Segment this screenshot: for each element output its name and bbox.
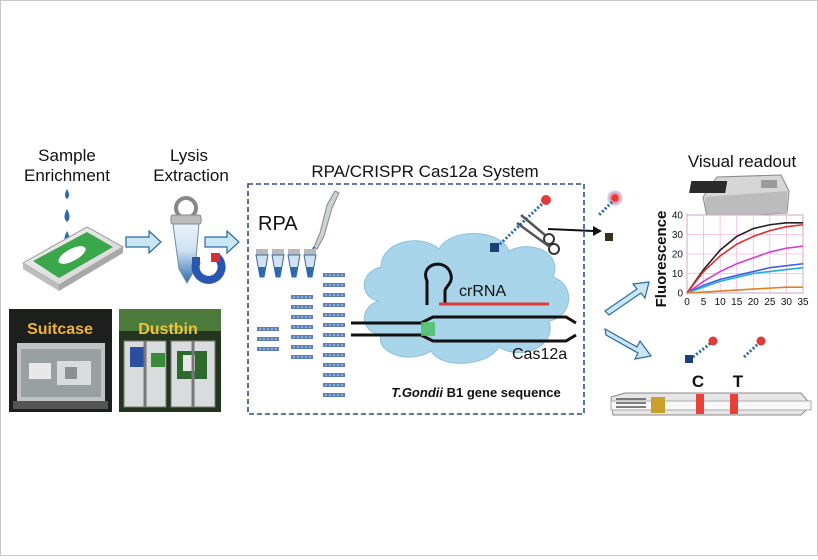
y-tick-label: 0 <box>677 289 683 300</box>
sample-label-line2: Enrichment <box>24 166 110 185</box>
series-line-2 <box>686 223 804 294</box>
gene-sequence-text: B1 gene sequence <box>443 385 561 400</box>
suitcase-photo <box>9 309 112 412</box>
x-tick-label: 15 <box>731 297 743 308</box>
series-line-3 <box>686 245 804 294</box>
series-line-5 <box>686 266 804 294</box>
dustbin-label: Dustbin <box>138 321 198 338</box>
test-line <box>730 394 738 414</box>
series-line-6 <box>686 286 803 294</box>
flow-arrow-1 <box>125 229 162 255</box>
y-tick-label: 40 <box>672 211 684 222</box>
amplicon-fragments <box>257 273 345 397</box>
lysis-label-line2: Extraction <box>153 166 229 185</box>
sample-pad-icon <box>22 226 125 291</box>
fluorometer-device-icon <box>689 174 790 218</box>
x-tick-label: 25 <box>764 297 776 308</box>
x-tick-label: 20 <box>748 297 760 308</box>
x-tick-label: 35 <box>797 297 809 308</box>
flow-arrow-to-strip <box>604 327 653 360</box>
x-tick-label: 0 <box>684 297 690 308</box>
crrna-label: crRNA <box>459 283 506 300</box>
reporter-probe-icon <box>490 195 551 252</box>
sample-label-line1: Sample <box>38 146 96 165</box>
x-tick-label: 5 <box>701 297 707 308</box>
control-line-label: C <box>692 372 704 391</box>
series-line-1 <box>686 222 803 294</box>
cleavage-arrow <box>547 226 602 236</box>
cas12a-label: Cas12a <box>512 346 567 363</box>
lysis-label-line1: Lysis <box>170 146 208 165</box>
y-axis-label: Fluorescence <box>653 211 670 308</box>
y-tick-label: 10 <box>672 269 684 280</box>
target-dna-duplex <box>351 315 577 343</box>
magnet-icon <box>191 253 226 284</box>
gene-sequence-label: T.Gondii B1 gene sequence <box>391 385 561 400</box>
pipette-icon <box>310 190 340 256</box>
lateral-flow-strip <box>610 392 812 416</box>
pcr-tubes-icon <box>255 249 317 278</box>
dustbin-photo <box>119 309 221 412</box>
suitcase-label: Suitcase <box>27 321 93 338</box>
crrna-hairpin <box>424 262 549 306</box>
y-tick-label: 30 <box>672 230 684 241</box>
probe-pair-icon <box>685 336 766 363</box>
system-title: RPA/CRISPR Cas12a System <box>311 162 538 181</box>
droplet-icon <box>64 189 70 244</box>
y-tick-label: 20 <box>672 250 684 261</box>
test-line-label: T <box>733 372 744 391</box>
visual-readout-label: Visual readout <box>688 152 797 171</box>
cleaved-reporter-icon <box>597 190 623 241</box>
system-box <box>247 183 585 415</box>
flow-arrow-to-chart <box>604 281 650 316</box>
control-line <box>696 394 704 414</box>
x-tick-label: 30 <box>781 297 793 308</box>
series-line-4 <box>686 262 804 294</box>
rpa-label: RPA <box>258 213 298 235</box>
gene-name: T.Gondii <box>391 385 443 400</box>
x-tick-label: 10 <box>715 297 727 308</box>
scissors-icon <box>516 214 560 255</box>
flow-arrow-2 <box>204 229 240 255</box>
cas12a-cloud <box>363 233 570 364</box>
